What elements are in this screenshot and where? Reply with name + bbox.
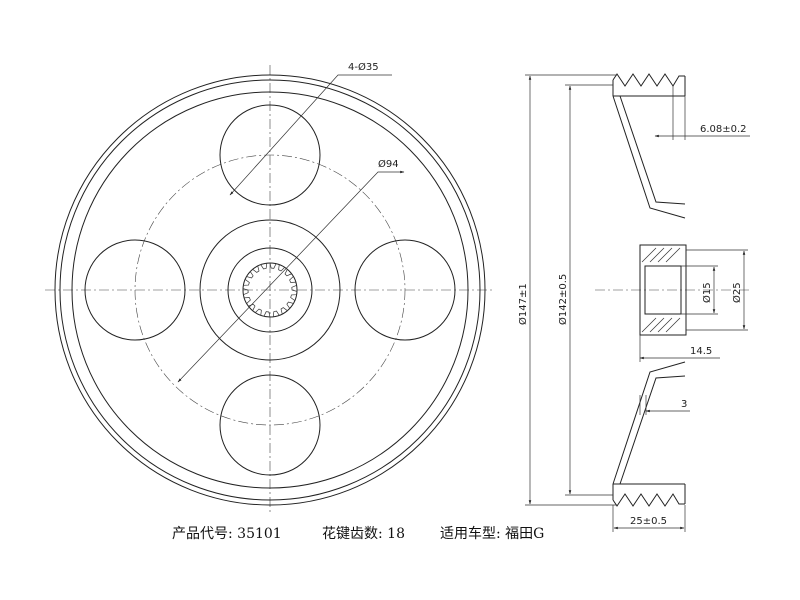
hub-bore	[644, 265, 682, 315]
top-belt-grooves	[612, 73, 685, 87]
vehicle-model-caption: 适用车型: 福田G	[440, 526, 545, 542]
web-inner-bottom	[619, 375, 686, 485]
hole-leader-line	[229, 74, 392, 196]
hole-dimension-label: 4-Ø35	[348, 61, 379, 73]
hub-dia-label: Ø25	[731, 282, 743, 303]
product-code-caption: 产品代号: 35101	[172, 526, 282, 542]
hole-pitch-circle	[134, 154, 406, 426]
outer-dia-label: Ø147±1	[517, 283, 529, 325]
front-view: 4-Ø35 Ø94	[45, 61, 495, 515]
hub-section	[639, 244, 687, 336]
web-outer-bottom	[612, 361, 686, 485]
bottom-belt-grooves	[612, 493, 685, 507]
inner-dia-label: Ø142±0.5	[557, 274, 569, 325]
web-outer-top	[612, 95, 686, 219]
side-view: Ø147±1 Ø142±0.5 6.08±0.2 Ø15 Ø25 14.5 3 …	[517, 73, 750, 532]
rim-edge	[59, 79, 481, 501]
width-label: 25±0.5	[630, 516, 667, 527]
web-inner-top	[619, 95, 686, 205]
inner-rim	[71, 91, 469, 489]
pcd-dimension-label: Ø94	[378, 158, 399, 170]
hub-len-label: 14.5	[690, 346, 712, 357]
pcd-leader-line	[177, 170, 405, 383]
outer-rim	[54, 74, 486, 506]
spline-teeth-caption: 花键齿数: 18	[322, 526, 405, 542]
wall-label: 3	[681, 399, 687, 410]
hub-hatching	[641, 247, 681, 333]
bore-dia-label: Ø15	[701, 282, 713, 303]
groove-pitch-label: 6.08±0.2	[700, 124, 747, 135]
